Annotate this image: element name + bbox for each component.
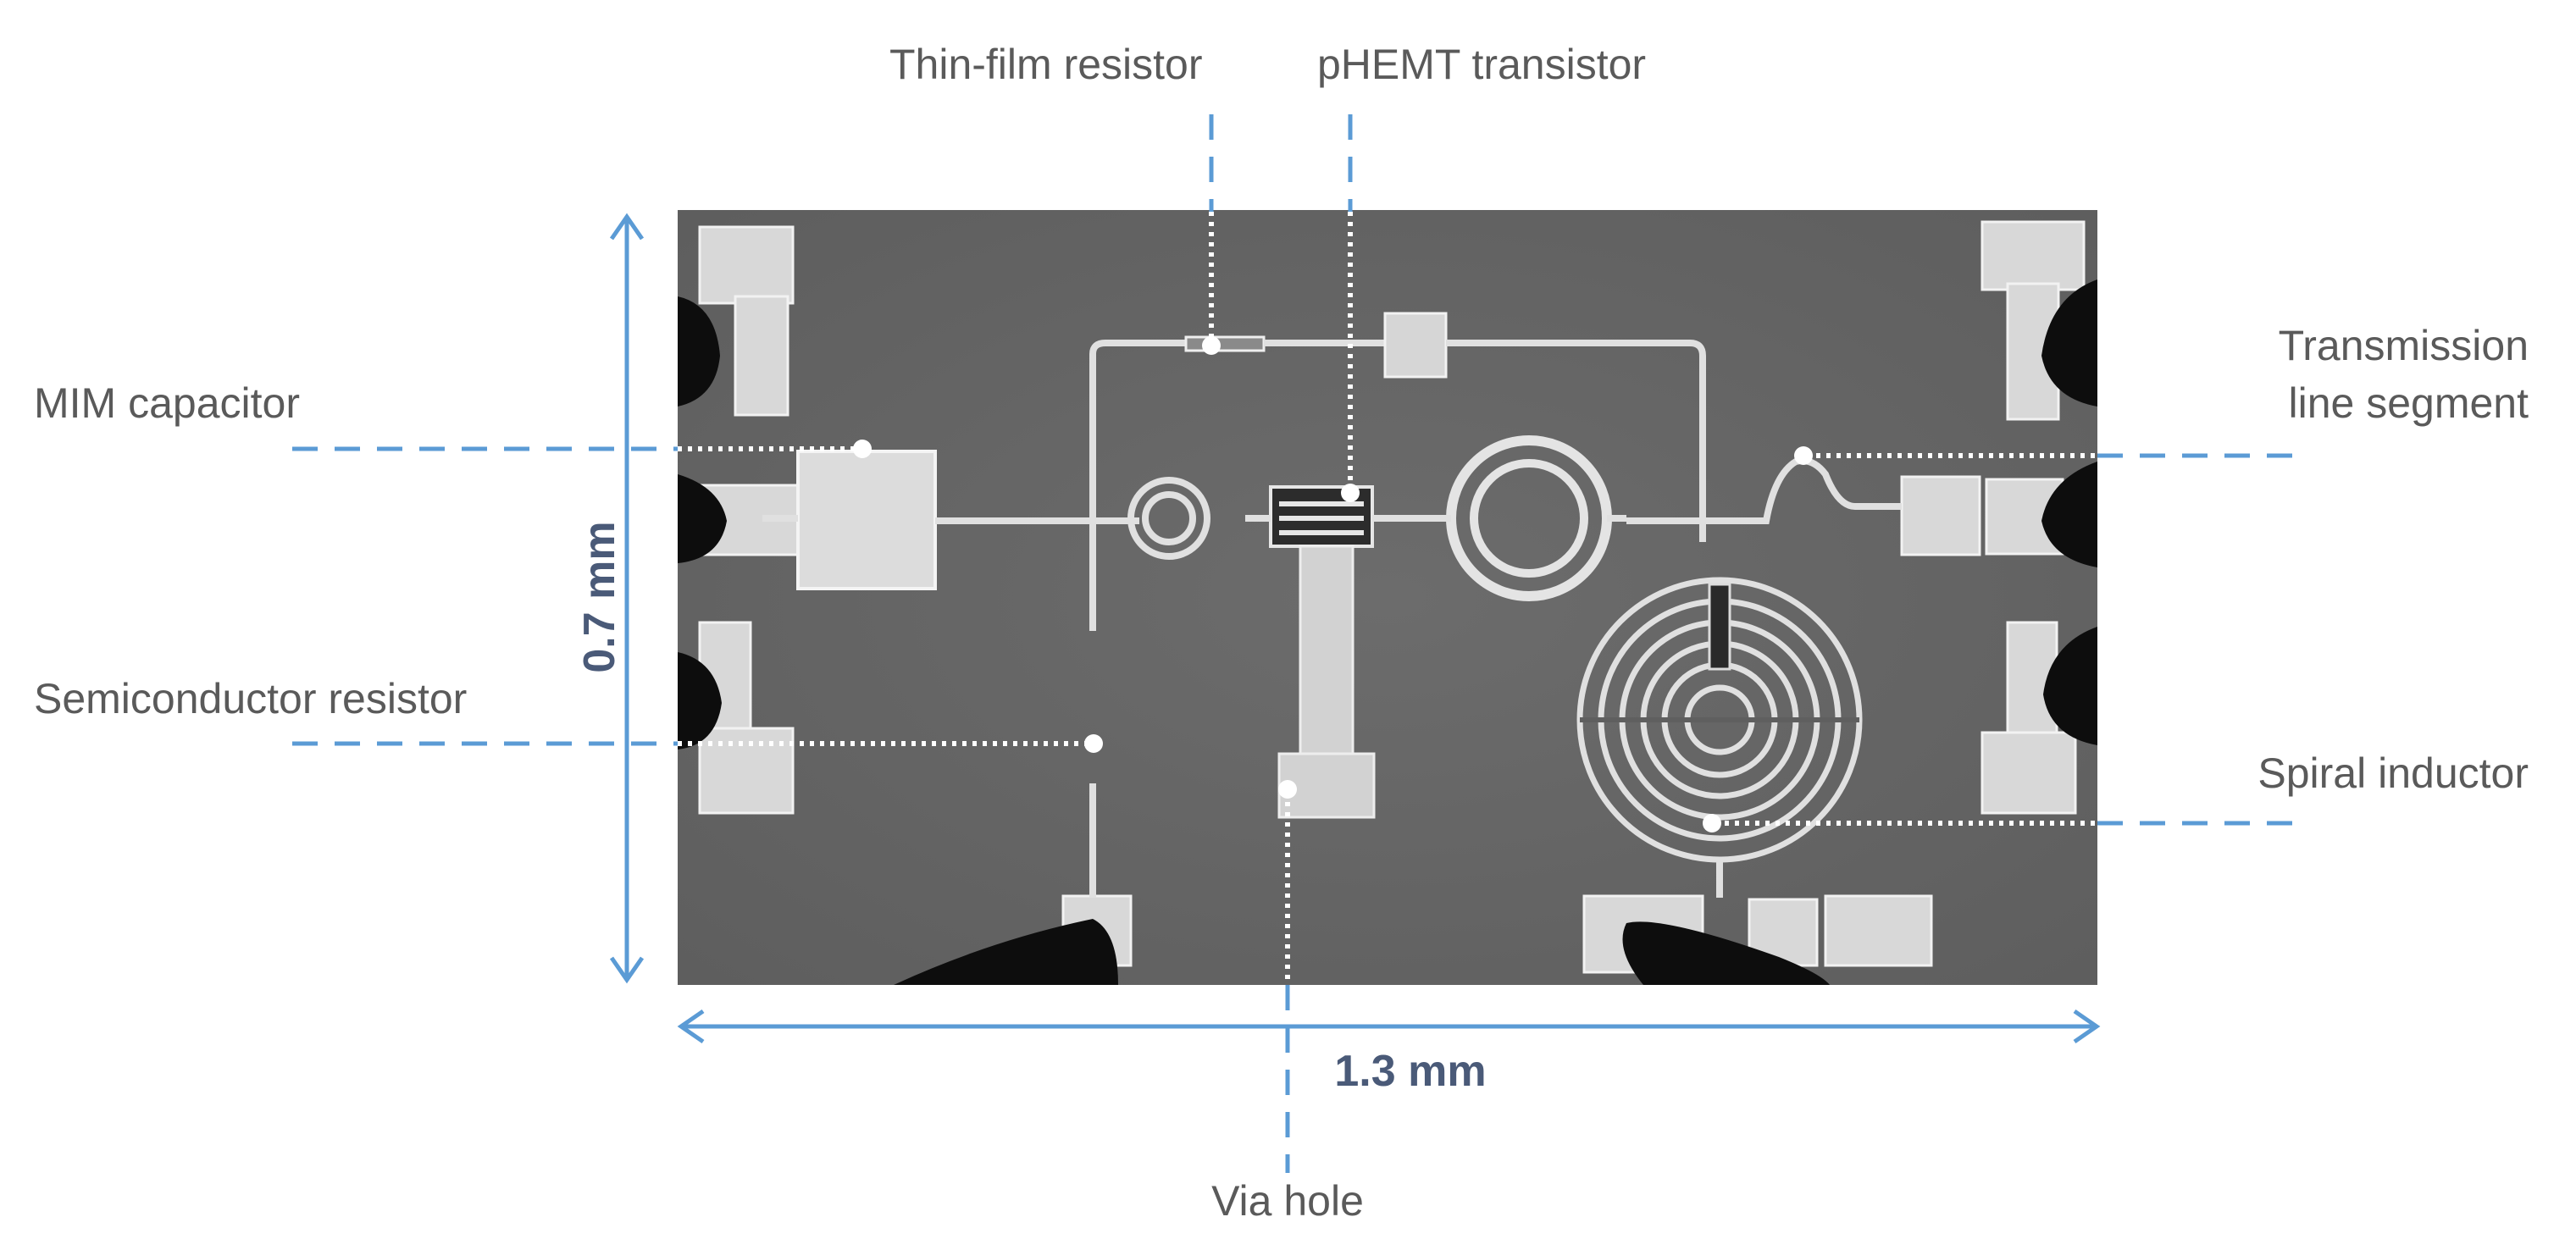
annotation-leaders [292,114,2308,1173]
bond-pad-right-mid [1900,475,1981,556]
label-phemt-transistor: pHEMT transistor [1317,41,1646,88]
label-transmission-2: line segment [2289,379,2529,427]
probe-right-mid [2041,462,2097,567]
dimension-width [677,1009,2101,1044]
probe-bottom-right [1622,921,1830,985]
label-mim-capacitor: MIM capacitor [34,379,300,427]
label-semiconductor-resistor: Semiconductor resistor [34,675,467,722]
bond-pad-left-top-stem [734,295,789,417]
spiral-inductor-body [1576,577,1863,898]
label-spiral-inductor: Spiral inductor [2257,749,2529,797]
bond-pad-left-bottom [698,727,795,815]
label-width-dimension: 1.3 mm [1334,1047,1486,1096]
marker-semi [1084,734,1103,753]
small-capacitor-top [1383,312,1448,379]
bond-pad-left-top [698,225,795,305]
mim-capacitor-plate [796,450,937,590]
small-spiral [1127,477,1210,560]
thin-film-resistor-body [1184,335,1266,352]
probe-right-low [2043,627,2097,745]
dimension-height [609,213,645,984]
marker-spiral [1703,814,1721,832]
probe-bottom-left [894,919,1118,985]
transmission-line-top-left [1089,340,1186,631]
chip-micrograph [678,210,2097,985]
label-height-dimension: 0.7 mm [575,521,624,672]
bond-pad-right-bottom [1980,731,2077,815]
bond-pad-bottom-mid2 [1748,898,1819,967]
marker-tline [1794,446,1813,465]
label-thin-film-resistor: Thin-film resistor [889,41,1202,88]
label-via-hole: Via hole [1211,1177,1364,1225]
probe-left-mid [678,474,727,563]
probe-right-top [2041,279,2097,407]
ring-inductor [1440,435,1626,601]
label-transmission-1: Transmission [2279,322,2529,369]
marker-phemt [1341,484,1360,502]
probe-left-top [678,296,720,407]
marker-mim [853,440,872,458]
probe-left-low [678,652,722,749]
transmission-line-top-right [1446,340,1706,542]
source-strip [1299,545,1354,755]
marker-thin-film [1202,336,1221,355]
marker-via [1278,780,1297,799]
bond-pad-right-top [1980,220,2086,291]
bond-pad-bottom-right [1824,894,1933,967]
